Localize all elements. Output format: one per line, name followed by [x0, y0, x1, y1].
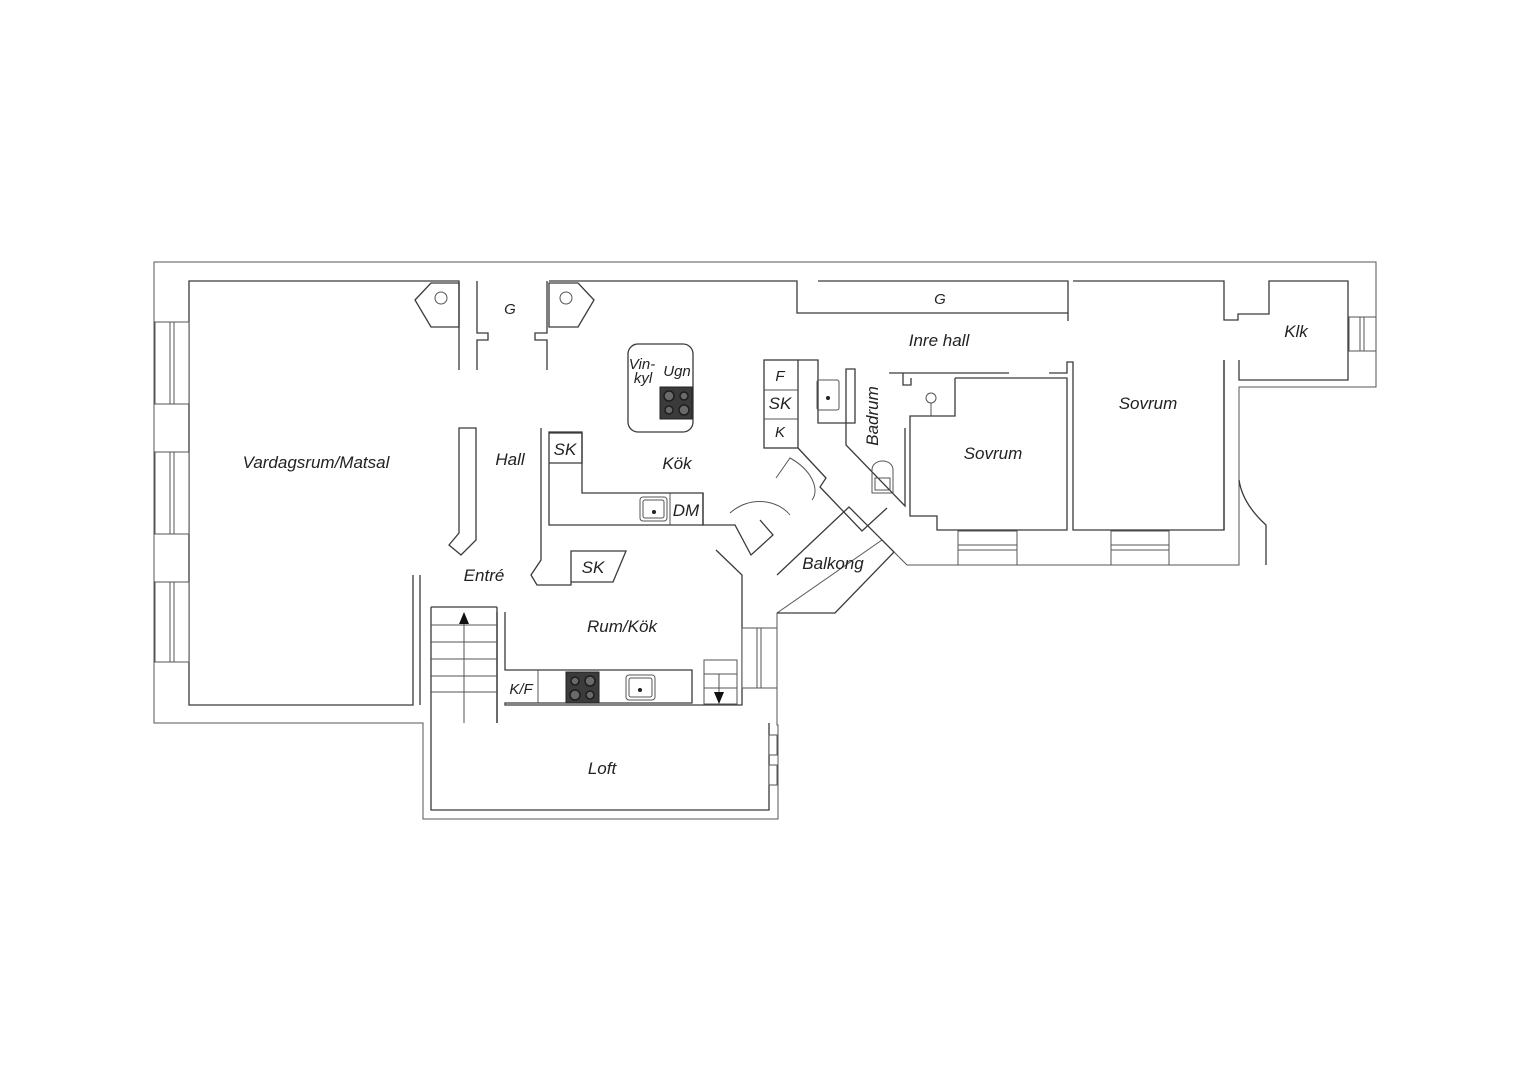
label-badrum: Badrum — [863, 386, 882, 446]
tile-stove-left — [414, 282, 460, 328]
label-vinkyl-2: kyl — [634, 370, 653, 387]
inner-hall-partitions — [889, 360, 1225, 531]
kitchen-counter-inner — [549, 432, 774, 557]
label-f: F — [775, 368, 785, 385]
shower — [923, 392, 939, 417]
balcony-door — [729, 457, 816, 516]
label-g-inre: G — [934, 291, 946, 308]
staircase-down — [703, 659, 738, 705]
label-inre-hall: Inre hall — [909, 331, 971, 350]
bedroom-1-walls — [909, 377, 1068, 531]
label-rum-kok: Rum/Kök — [587, 617, 658, 636]
label-hall: Hall — [495, 450, 526, 469]
kitchen-walls — [549, 280, 1349, 381]
toilet — [871, 460, 894, 494]
bathroom-walls — [797, 359, 906, 532]
outer-outline — [153, 261, 1377, 820]
tile-stove-right — [548, 282, 595, 328]
bath-storage — [763, 359, 799, 449]
island-stove — [659, 386, 693, 420]
loft-windows — [768, 734, 778, 786]
label-klk: Klk — [1284, 322, 1309, 341]
rum-kok-walls — [496, 549, 743, 723]
bathroom-basin — [816, 379, 840, 411]
label-sovrum-2: Sovrum — [1119, 394, 1178, 413]
rum-kok-stove — [565, 671, 600, 704]
label-g-hall: G — [504, 301, 516, 318]
bedroom-2-walls — [1223, 360, 1267, 565]
kitchen-island — [627, 343, 694, 433]
label-vinkyl-1: Vin- — [629, 356, 655, 373]
left-windows — [154, 321, 190, 663]
label-kok: Kök — [662, 454, 693, 473]
label-sk-kok: SK — [554, 440, 577, 459]
wardrobe-walls — [476, 281, 548, 370]
rum-kok-sink — [625, 674, 656, 701]
label-kf: K/F — [509, 681, 533, 698]
hall-partition — [448, 427, 477, 556]
label-k: K — [775, 424, 786, 441]
label-dm: DM — [673, 501, 700, 520]
label-ugn: Ugn — [663, 363, 691, 380]
label-sk-entre: SK — [582, 558, 605, 577]
label-entre: Entré — [464, 566, 505, 585]
staircase-up — [430, 606, 498, 723]
label-vardagsrum: Vardagsrum/Matsal — [243, 453, 391, 472]
label-sovrum-1: Sovrum — [964, 444, 1023, 463]
living-room-walls — [188, 280, 460, 706]
bedroom-windows — [957, 316, 1377, 566]
label-sk-bad: SK — [769, 394, 792, 413]
kitchen-sink — [639, 496, 668, 522]
rum-kok-window — [741, 627, 778, 689]
label-loft: Loft — [588, 759, 618, 778]
label-balkong: Balkong — [802, 554, 864, 573]
balcony-walls — [776, 506, 895, 614]
